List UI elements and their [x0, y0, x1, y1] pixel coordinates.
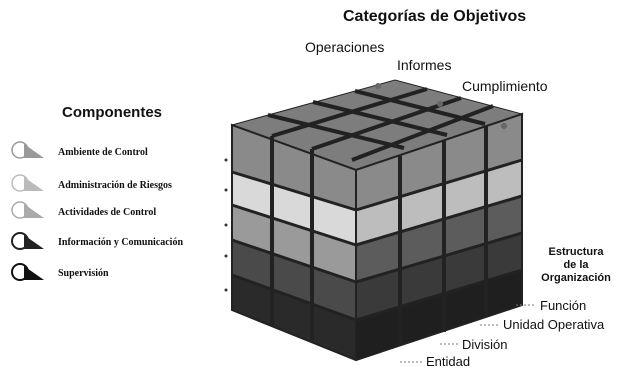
- right-divider: [355, 268, 523, 322]
- right-band-riesgos: [356, 160, 522, 245]
- cube-top-grid-line: [351, 104, 494, 162]
- objectives-title: Categorías de Objetivos: [343, 8, 527, 25]
- front-divider: [231, 170, 357, 212]
- organization-title-line: Estructura: [548, 246, 604, 258]
- org-unidad-operativa: Unidad Operativa: [503, 317, 605, 332]
- front-divider: [231, 238, 357, 284]
- objective-informes: Informes: [397, 57, 452, 73]
- component-supervision: Supervisión: [58, 268, 109, 279]
- component-riesgos: Administración de Riesgos: [58, 180, 172, 191]
- cube-top-grid-line: [311, 96, 462, 151]
- magnifier-icon: [11, 263, 44, 281]
- cube-top-grid-line: [312, 100, 448, 137]
- pointer-dot: [375, 83, 381, 89]
- org-entidad: Entidad: [426, 354, 471, 369]
- magnifier-icon: [11, 141, 44, 159]
- magnifier-icon: [11, 201, 44, 219]
- magnifier-icon: [11, 232, 44, 250]
- band-actividades: [232, 205, 356, 282]
- organization-title: Estructura de la Organización: [536, 246, 616, 285]
- front-divider: [231, 273, 357, 322]
- right-band-actividades: [356, 196, 522, 282]
- magnifier-icon: [11, 174, 44, 192]
- right-band-informacion: [356, 233, 522, 320]
- component-ambiente: Ambiente de Control: [58, 147, 148, 158]
- band-ambiente: [232, 125, 356, 210]
- right-band-supervision: [356, 270, 522, 360]
- pointer-dot: [501, 123, 507, 129]
- pointer-tick: [224, 254, 228, 258]
- component-actividades: Actividades de Control: [58, 207, 157, 218]
- band-riesgos: [232, 172, 356, 245]
- right-divider: [355, 194, 523, 247]
- band-informacion: [232, 240, 356, 320]
- organization-title-line: de la: [563, 259, 589, 271]
- org-funcion: Función: [540, 298, 587, 313]
- pointer-tick: [224, 158, 228, 162]
- cube-top-grid-line: [267, 113, 405, 150]
- org-division: División: [462, 337, 508, 352]
- pointer-tick: [224, 188, 228, 192]
- pointer-tick: [224, 288, 228, 292]
- right-divider: [355, 158, 523, 212]
- band-supervision: [232, 275, 356, 360]
- objective-operaciones: Operaciones: [305, 39, 385, 55]
- pointer-dot: [437, 101, 443, 107]
- objective-cumplimiento: Cumplimiento: [462, 78, 548, 94]
- right-band-ambiente: [356, 114, 522, 210]
- right-divider: [355, 231, 523, 284]
- components-title: Componentes: [62, 104, 163, 121]
- pointer-tick: [224, 223, 228, 227]
- component-informacion: Información y Comunicación: [58, 237, 183, 248]
- cube-top-grid-line: [354, 89, 486, 126]
- organization-title-line: Organización: [541, 272, 611, 284]
- front-divider: [231, 203, 357, 247]
